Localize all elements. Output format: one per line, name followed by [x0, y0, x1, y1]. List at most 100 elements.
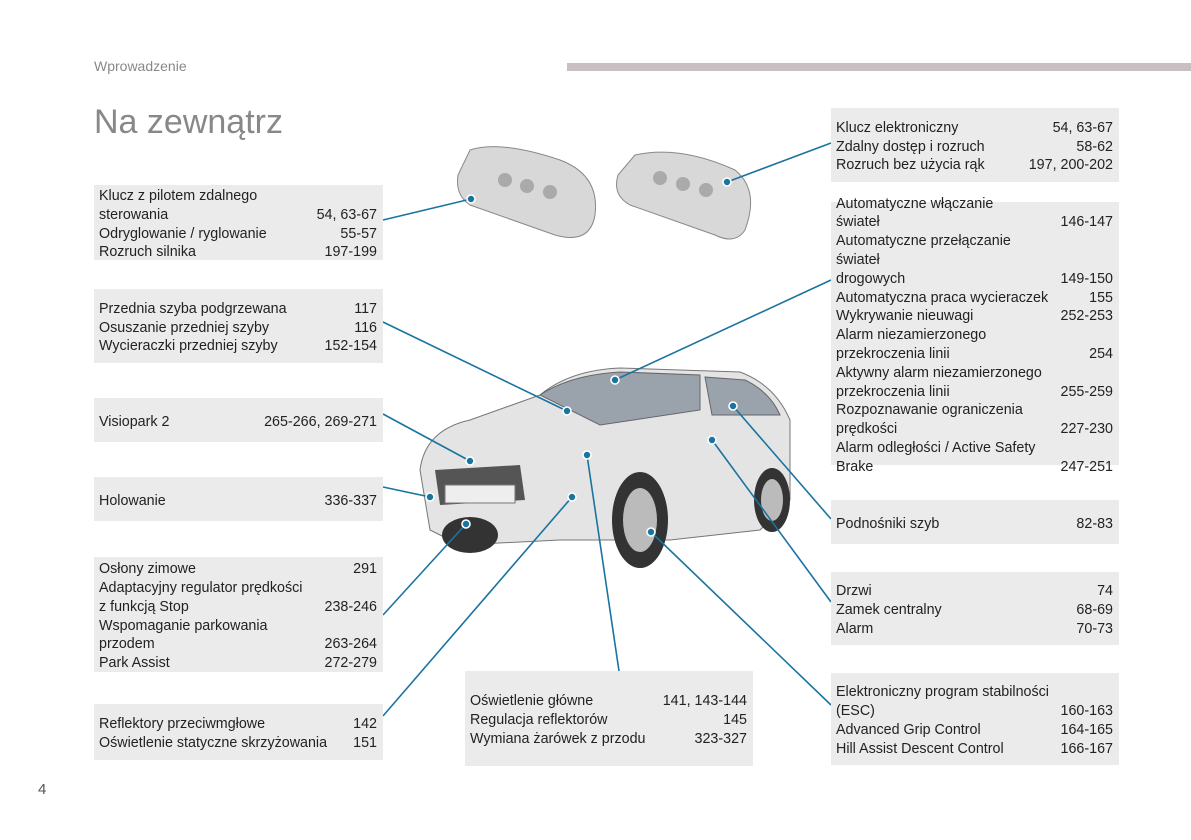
entry-pages[interactable]: 54, 63-67: [1052, 119, 1113, 136]
entry-pages[interactable]: 254: [1089, 345, 1113, 362]
index-entry: Alarm niezamierzonego przekroczenia lini…: [836, 326, 1113, 364]
entry-label: Adaptacyjny regulator prędkości z funkcj…: [99, 579, 303, 615]
entry-pages[interactable]: 141, 143-144: [662, 693, 747, 710]
entry-pages[interactable]: 82-83: [1076, 515, 1113, 532]
leader-dot: [646, 527, 656, 537]
index-entry: Elektroniczny program stabilności (ESC) 1…: [836, 683, 1113, 721]
index-entry: Oświetlenie statyczne skrzyżowania 151: [99, 734, 377, 753]
entry-pages[interactable]: 166-167: [1060, 740, 1113, 757]
leader-dot: [461, 519, 471, 529]
leader-dot: [425, 492, 435, 502]
entry-pages[interactable]: 54, 63-67: [316, 206, 377, 223]
entry-label: Rozruch bez użycia rąk: [836, 157, 985, 174]
entry-pages[interactable]: 146-147: [1060, 214, 1113, 231]
leader-dot: [610, 375, 620, 385]
entry-label: Alarm odległości / Active Safety Brake: [836, 439, 1036, 475]
index-entry: Wspomaganie parkowania przodem 263-264: [99, 617, 377, 655]
leader-dot: [707, 435, 717, 445]
leader-line: [726, 142, 832, 183]
index-entry: Automatyczne przełączanie świateł drogow…: [836, 232, 1113, 288]
leader-dot: [728, 401, 738, 411]
entry-pages[interactable]: 74: [1097, 583, 1113, 600]
entry-pages[interactable]: 160-163: [1060, 703, 1113, 720]
entry-label: Elektroniczny program stabilności (ESC): [836, 684, 1049, 720]
car-illustration: [419, 367, 791, 568]
entry-label: Podnośniki szyb: [836, 515, 940, 532]
entry-pages[interactable]: 142: [353, 716, 377, 733]
entry-label: Automatyczne włączanie świateł: [836, 195, 994, 231]
entry-label: Oświetlenie statyczne skrzyżowania: [99, 735, 328, 751]
entry-pages[interactable]: 197-199: [324, 244, 377, 261]
index-entry: Przednia szyba podgrzewana 117: [99, 300, 377, 319]
leader-line: [586, 454, 620, 672]
entry-pages[interactable]: 255-259: [1060, 383, 1113, 400]
entry-label: Klucz z pilotem zdalnego sterowania: [99, 187, 258, 223]
entry-label: Alarm: [836, 620, 874, 637]
section-header: Wprowadzenie: [94, 58, 187, 74]
entry-pages[interactable]: 238-246: [324, 598, 377, 615]
leader-dot: [466, 194, 476, 204]
entry-pages[interactable]: 197, 200-202: [1028, 157, 1113, 174]
entry-pages[interactable]: 117: [354, 300, 377, 317]
entry-label: Zdalny dostęp i rozruch: [836, 138, 985, 155]
leader-dot: [722, 177, 732, 187]
index-entry: Osłony zimowe 291: [99, 560, 377, 579]
entry-pages[interactable]: 55-57: [340, 225, 377, 242]
entry-pages[interactable]: 323-327: [694, 730, 747, 747]
entry-label: Wymiana żarówek z przodu: [470, 730, 646, 747]
entry-label: Wycieraczki przedniej szyby: [99, 338, 278, 355]
leader-dot: [582, 450, 592, 460]
entry-label: Automatyczne przełączanie świateł drogow…: [836, 233, 1011, 287]
header-bar: [567, 63, 1191, 71]
entry-label: Klucz elektroniczny: [836, 119, 959, 136]
entry-pages[interactable]: 151: [353, 735, 377, 751]
entry-pages[interactable]: 145: [723, 712, 747, 729]
entry-label: Holowanie: [99, 492, 166, 509]
entry-label: Park Assist: [99, 655, 170, 672]
entry-pages[interactable]: 227-230: [1060, 421, 1113, 438]
entry-pages[interactable]: 58-62: [1076, 138, 1113, 155]
entry-pages[interactable]: 247-251: [1060, 458, 1113, 475]
index-entry: Alarm 70-73: [836, 620, 1113, 639]
entry-pages[interactable]: 116: [354, 319, 377, 336]
entry-label: Alarm niezamierzonego przekroczenia lini…: [836, 327, 987, 362]
entry-pages[interactable]: 263-264: [324, 636, 377, 653]
entry-pages[interactable]: 252-253: [1060, 308, 1113, 325]
entry-label: Wspomaganie parkowania przodem: [99, 617, 268, 653]
remote-key-illustration: [457, 146, 597, 238]
entry-pages[interactable]: 291: [353, 561, 377, 578]
index-entry: Oświetlenie główne 141, 143-144: [470, 692, 747, 711]
entry-pages[interactable]: 68-69: [1076, 602, 1113, 619]
leader-line: [382, 198, 472, 221]
entry-pages[interactable]: 155: [1089, 289, 1113, 306]
entry-pages[interactable]: 149-150: [1060, 270, 1113, 287]
entry-pages[interactable]: 70-73: [1076, 620, 1113, 637]
entry-label: Osłony zimowe: [99, 561, 196, 578]
entry-pages[interactable]: 152-154: [324, 338, 377, 355]
entry-label: Oświetlenie główne: [470, 693, 594, 710]
entry-pages[interactable]: 272-279: [324, 655, 377, 672]
entry-pages[interactable]: 336-337: [324, 492, 377, 509]
entry-pages[interactable]: 265-266, 269-271: [264, 413, 377, 430]
index-entry: Wymiana żarówek z przodu 323-327: [470, 730, 747, 749]
entry-label: Przednia szyba podgrzewana: [99, 300, 287, 317]
entry-pages[interactable]: 164-165: [1060, 722, 1113, 738]
index-entry: Zdalny dostęp i rozruch 58-62: [836, 138, 1113, 157]
